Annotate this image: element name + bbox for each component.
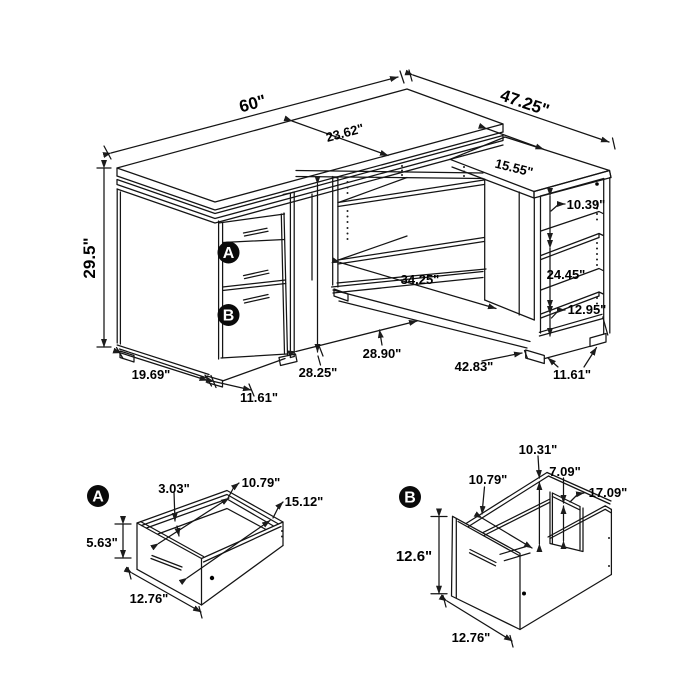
svg-text:A: A	[92, 489, 104, 506]
svg-text:12.76": 12.76"	[130, 591, 169, 606]
svg-text:10.79": 10.79"	[469, 472, 508, 487]
svg-text:12.76": 12.76"	[452, 630, 491, 645]
svg-text:10.31": 10.31"	[519, 442, 558, 457]
svg-text:3.03": 3.03"	[158, 481, 189, 496]
svg-text:10.79": 10.79"	[242, 475, 281, 490]
svg-text:A: A	[223, 245, 235, 262]
svg-text:24.45": 24.45"	[547, 267, 586, 282]
svg-text:23.62": 23.62"	[324, 120, 365, 145]
svg-text:34.25": 34.25"	[401, 272, 440, 287]
svg-text:19.69": 19.69"	[132, 367, 171, 382]
svg-text:28.90": 28.90"	[363, 346, 402, 361]
svg-text:29.5": 29.5"	[80, 237, 99, 278]
svg-text:B: B	[404, 490, 416, 507]
svg-text:15.12": 15.12"	[285, 494, 324, 509]
svg-text:15.55": 15.55"	[493, 156, 534, 180]
svg-text:47.25": 47.25"	[498, 86, 552, 120]
svg-text:11.61": 11.61"	[240, 390, 278, 405]
svg-text:B: B	[223, 308, 235, 325]
svg-text:12.95": 12.95"	[568, 302, 607, 317]
svg-text:12.6": 12.6"	[396, 548, 432, 565]
svg-text:28.25": 28.25"	[299, 365, 338, 380]
svg-text:11.61": 11.61"	[553, 367, 591, 382]
svg-text:10.39": 10.39"	[567, 197, 606, 212]
svg-text:5.63": 5.63"	[86, 535, 117, 550]
svg-text:7.09": 7.09"	[549, 464, 580, 479]
svg-text:42.83": 42.83"	[455, 359, 494, 374]
svg-text:17.09": 17.09"	[589, 485, 628, 500]
